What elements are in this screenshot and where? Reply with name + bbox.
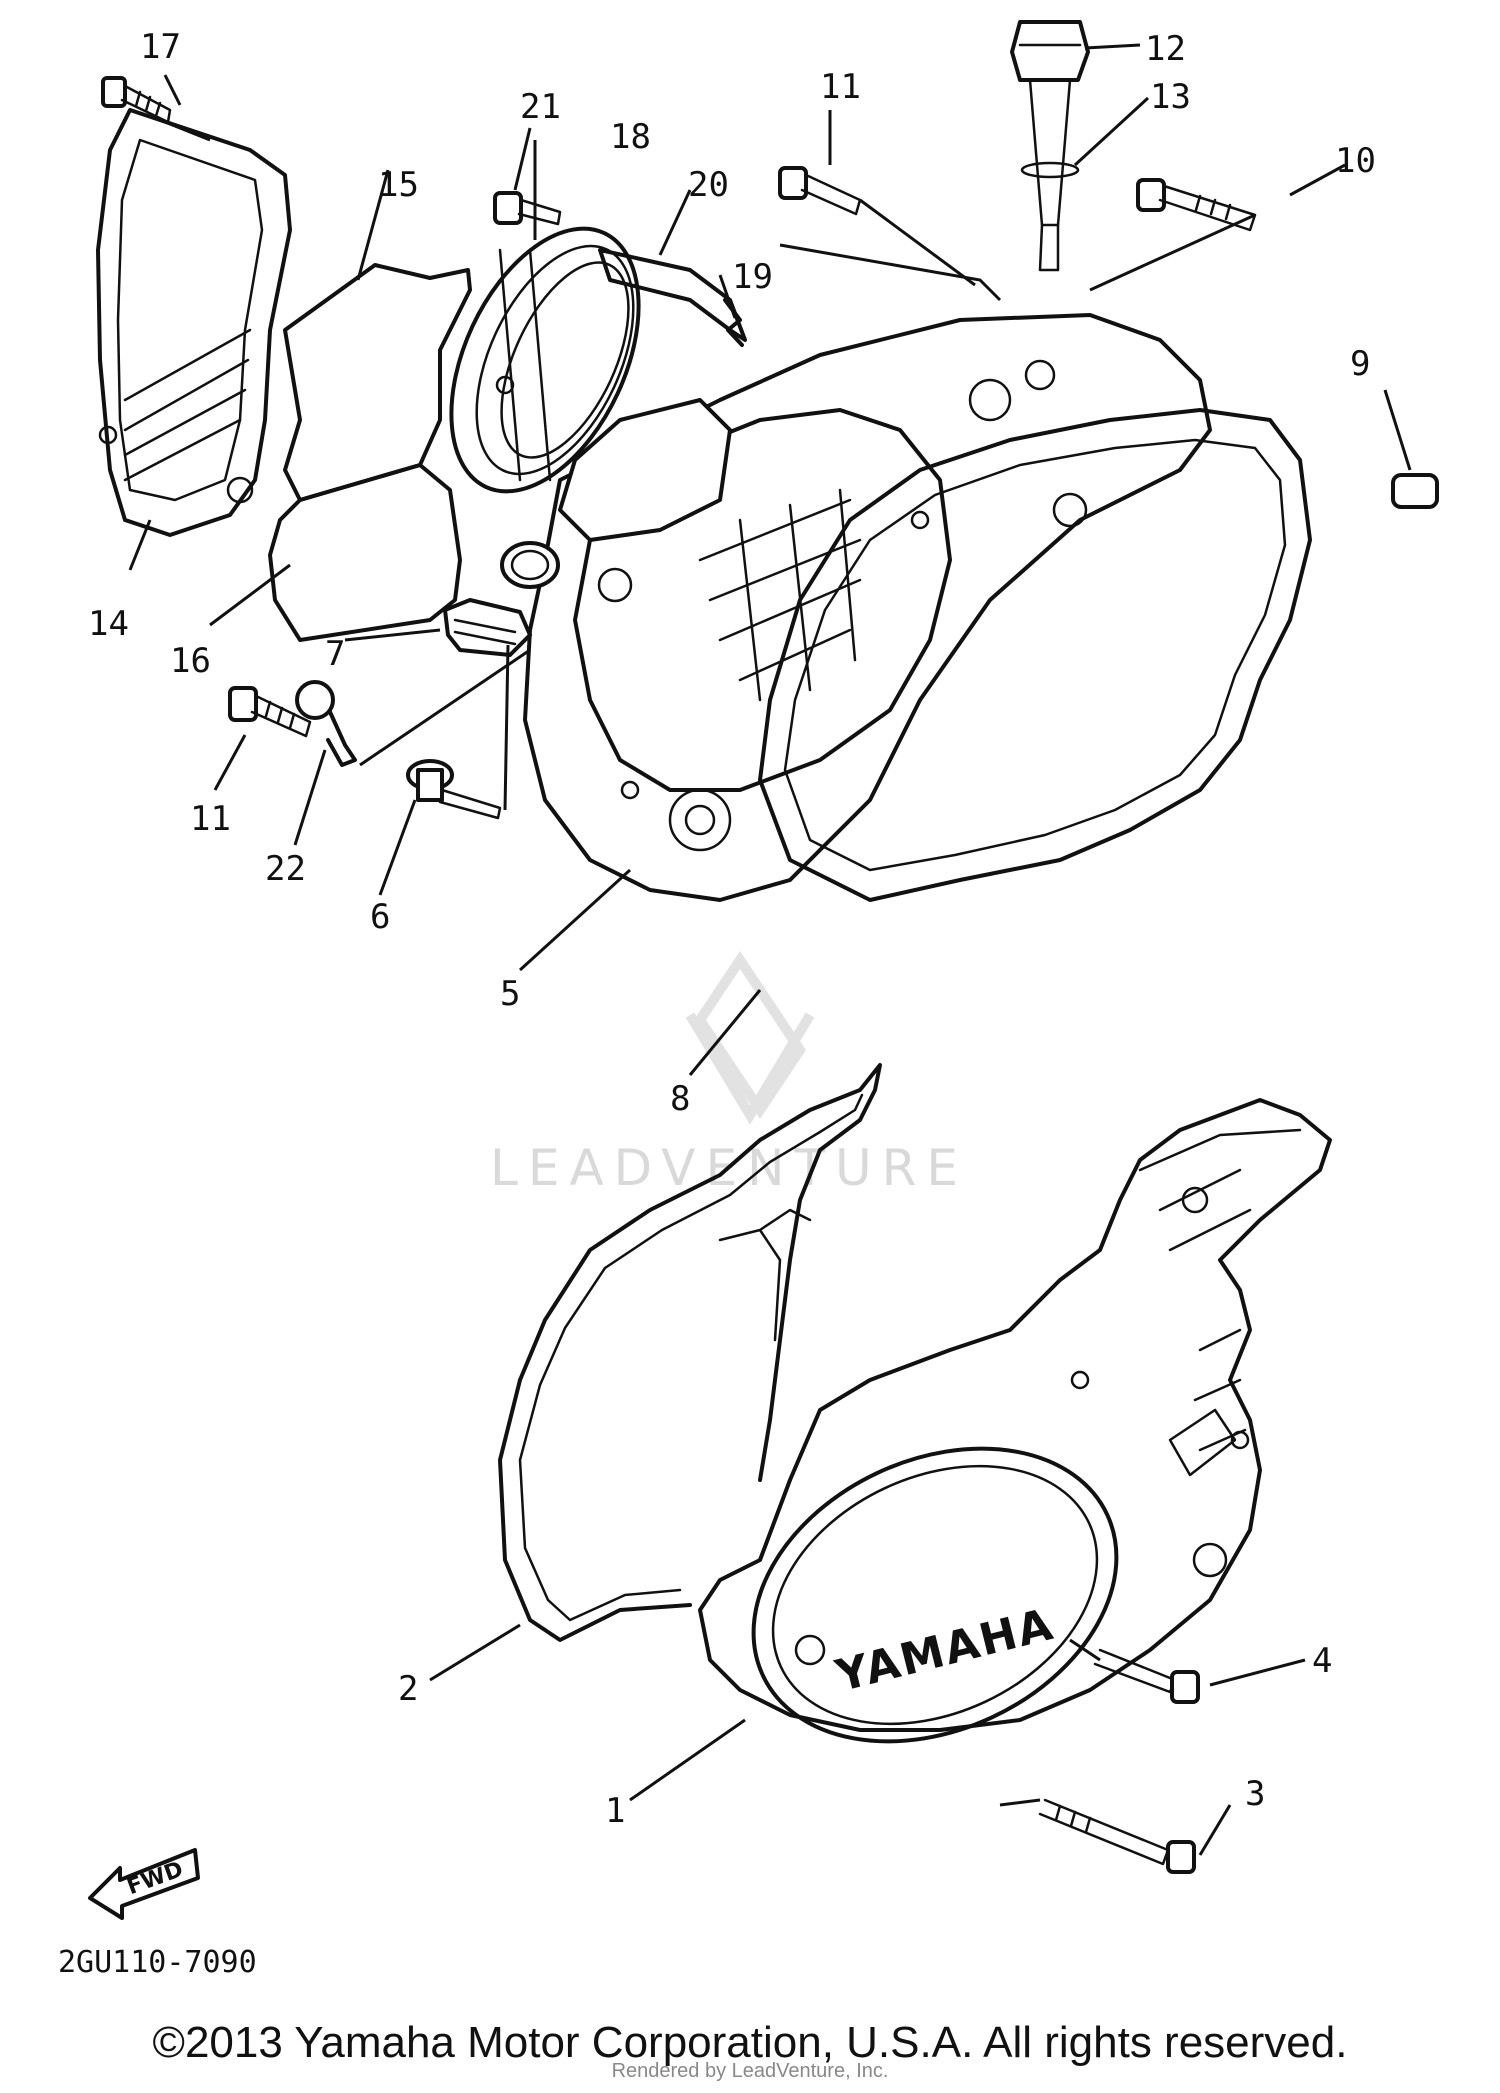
part-4-bolt xyxy=(1093,1648,1200,1704)
diagram-reference-code: 2GU110-7090 xyxy=(58,1945,257,1980)
callout-17: 17 xyxy=(140,27,181,67)
part-12-oil-cap xyxy=(1010,20,1090,227)
part-10-bolt xyxy=(1136,178,1257,232)
callout-7: 7 xyxy=(325,634,345,674)
rendered-by-note: Rendered by LeadVenture, Inc. xyxy=(611,2060,889,2082)
callout-2: 2 xyxy=(398,1669,418,1709)
part-16-plate xyxy=(268,463,462,642)
callout-9: 9 xyxy=(1350,344,1370,384)
callout-14: 14 xyxy=(88,604,129,644)
part-5-crankcase-cover xyxy=(523,313,1212,902)
part-18-rotor xyxy=(449,226,641,494)
part-11-bolt-lower xyxy=(228,686,312,738)
callout-19: 19 xyxy=(732,257,773,297)
part-17-bolt xyxy=(101,76,172,124)
part-6-plug xyxy=(406,759,502,820)
part-8-gasket-inner xyxy=(783,438,1287,872)
part-15-gasket xyxy=(283,263,472,502)
part-1-cover xyxy=(698,1098,1332,1744)
part-8-gasket xyxy=(758,408,1312,902)
part-2-gasket xyxy=(498,1063,882,1642)
callout-18: 18 xyxy=(610,117,651,157)
cover-brand-text: YAMAHA xyxy=(830,1599,1059,1703)
callout-21: 21 xyxy=(520,87,561,127)
callout-20: 20 xyxy=(688,165,729,205)
part-11-bolt-upper xyxy=(778,166,862,216)
callout-11-lower: 11 xyxy=(190,799,231,839)
watermark-text: LEADVENTURE xyxy=(490,1139,968,1197)
part-7-filter xyxy=(443,598,532,657)
callout-numbers: 17 21 18 15 20 19 11 12 13 10 9 14 16 7 … xyxy=(88,27,1376,1831)
callout-8: 8 xyxy=(670,1079,690,1119)
callout-16: 16 xyxy=(170,641,211,681)
watermark-logo: LEADVENTURE xyxy=(490,950,968,1197)
callout-22: 22 xyxy=(265,849,306,889)
copyright-notice: ©2013 Yamaha Motor Corporation, U.S.A. A… xyxy=(152,2018,1348,2067)
callout-15: 15 xyxy=(378,165,419,205)
callout-11-upper: 11 xyxy=(820,67,861,107)
part-20-shoe xyxy=(598,248,747,342)
part-2-brace xyxy=(718,1208,812,1342)
callout-5: 5 xyxy=(500,974,520,1014)
callout-1: 1 xyxy=(605,1791,625,1831)
part-22-clamp xyxy=(295,680,357,767)
callout-12: 12 xyxy=(1145,29,1186,69)
part-3-bolt xyxy=(1038,1798,1196,1874)
part-21-bolt xyxy=(493,191,562,226)
callout-10: 10 xyxy=(1335,141,1376,181)
callout-3: 3 xyxy=(1245,1774,1265,1814)
callout-13: 13 xyxy=(1150,77,1191,117)
part-13-o-ring xyxy=(1020,161,1080,272)
part-2-gasket-inner xyxy=(518,1093,864,1622)
part-5-hub xyxy=(500,398,732,603)
leader-lines-lower xyxy=(429,1623,1306,1856)
part-9-plug xyxy=(1391,473,1439,509)
leader-lines xyxy=(128,43,1412,1076)
part-14-cover xyxy=(96,108,292,537)
fwd-arrow-icon: FWD xyxy=(88,1848,200,1920)
callout-6: 6 xyxy=(370,897,390,937)
callout-4: 4 xyxy=(1312,1641,1332,1681)
